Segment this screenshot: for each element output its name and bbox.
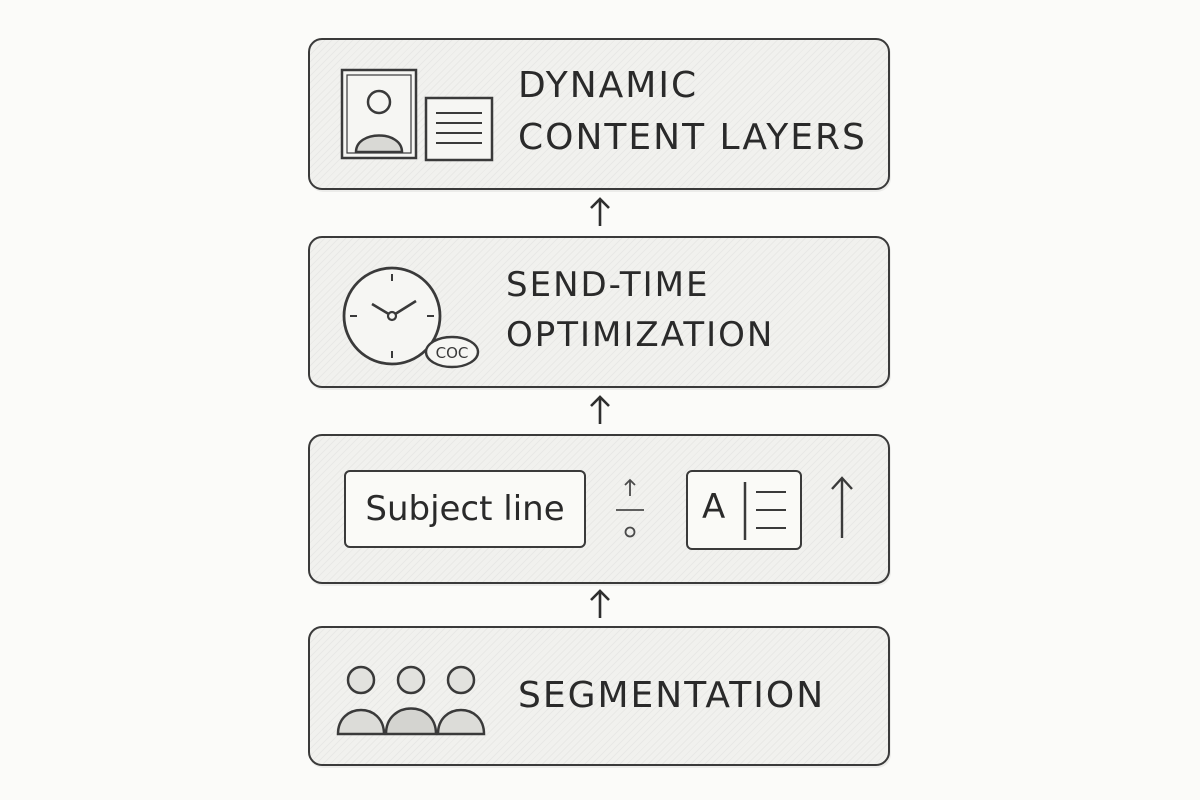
clock-badge-text: COC: [436, 344, 469, 362]
layer-title-line2: OPTIMIZATION: [506, 315, 775, 355]
profile-card-icon: [340, 68, 418, 160]
variant-letter: A: [702, 487, 726, 527]
layer-title: SEGMENTATION: [518, 675, 826, 716]
up-arrow-connector: [590, 197, 610, 226]
up-arrow-icon: [831, 476, 853, 538]
layer-subject-line-testing: Subject line A: [308, 434, 890, 584]
subject-line-box: Subject line: [344, 470, 586, 548]
layer-title-line1: SEND-TIME: [506, 265, 710, 305]
up-arrow-connector: [590, 589, 610, 618]
document-variant-icon: A: [686, 470, 802, 550]
up-arrow-connector: [590, 395, 610, 424]
layer-dynamic-content: DYNAMIC CONTENT LAYERS: [308, 38, 890, 190]
layer-segmentation: SEGMENTATION: [308, 626, 890, 766]
layer-title-line2: CONTENT LAYERS: [518, 117, 867, 158]
toggle-icon: [616, 478, 644, 538]
text-lines-icon: [424, 96, 494, 162]
clock-icon: COC: [342, 266, 480, 369]
layer-send-time-optimization: COC SEND-TIME OPTIMIZATION: [308, 236, 890, 388]
layer-title-line1: DYNAMIC: [518, 65, 699, 106]
people-group-icon: [336, 665, 486, 736]
